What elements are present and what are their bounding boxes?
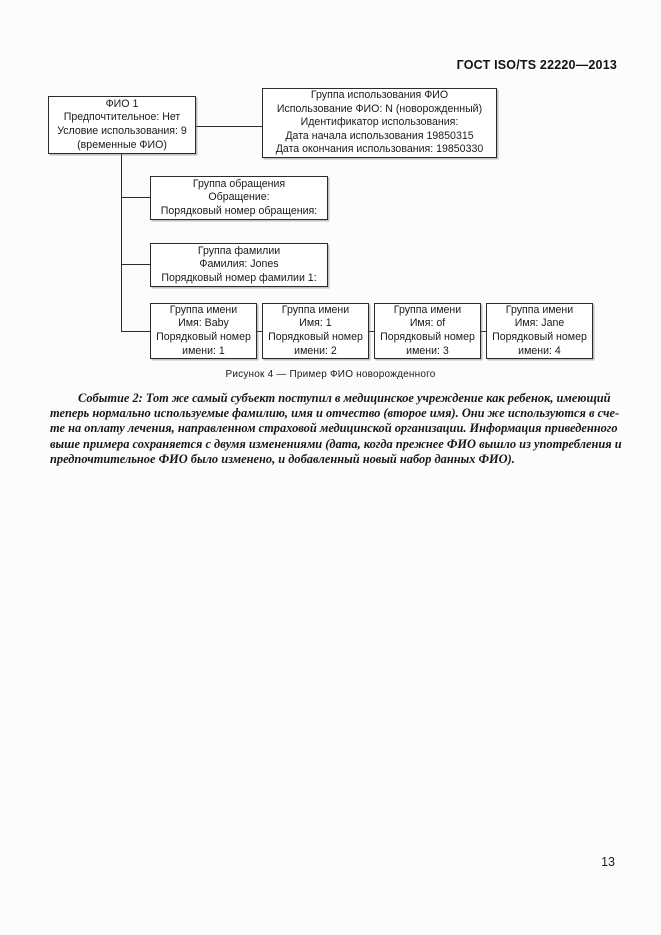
node-primary-name: ФИО 1 Предпочтительное: Нет Условие испо… — [48, 96, 196, 154]
paragraph-line: те на оплату лечения, направленном страх… — [50, 421, 618, 436]
connector-given-group-2-to-3 — [369, 331, 374, 333]
paragraph-line: выше примера сохраняется с двумя изменен… — [50, 436, 622, 451]
node-line: имени: 2 — [294, 344, 337, 357]
node-title-group: Группа обращения Обращение: Порядковый н… — [150, 176, 328, 220]
paragraph-line: Событие 2: Тот же самый субъект поступил… — [78, 391, 611, 405]
connector-given-group-3-to-4 — [481, 331, 486, 333]
node-line: Предпочтительное: Нет — [63, 111, 181, 124]
node-family-name-group: Группа фамилии Фамилия: Jones Порядковый… — [150, 243, 328, 287]
node-line: Условие использования: 9 — [57, 125, 187, 137]
node-line: Группа имени — [281, 303, 350, 316]
node-line: Имя: 1 — [299, 317, 332, 330]
node-line: имени: 1 — [182, 344, 225, 357]
node-line: Группа обращения — [192, 177, 286, 190]
node-line: Имя: Baby — [178, 317, 229, 330]
node-line: имени: 4 — [518, 344, 561, 357]
node-given-name-group-4: Группа имени Имя: Jane Порядковый номер … — [486, 303, 593, 359]
paragraph-line: теперь нормально используемые фамилию, и… — [50, 406, 620, 421]
node-line: Порядковый номер фамилии 1: — [161, 271, 317, 284]
node-line: ФИО 1 — [105, 97, 139, 110]
node-given-name-group-3: Группа имени Имя: of Порядковый номер им… — [374, 303, 481, 359]
node-line: Группа имени — [169, 303, 238, 316]
node-line: Идентификатор использования: — [300, 116, 459, 129]
connector-trunk-to-family-group — [121, 264, 150, 266]
node-line: Использование ФИО: N (новорожденный) — [276, 102, 483, 115]
paragraph-line: предпочтительное ФИО было изменено, и до… — [50, 451, 515, 466]
node-line: Порядковый номер — [268, 331, 363, 343]
node-line: Имя: Jane — [514, 317, 565, 330]
body-paragraph: Событие 2: Тот же самый субъект поступил… — [50, 391, 622, 467]
connector-trunk-to-title-group — [121, 197, 150, 199]
connector-trunk-to-given-group-1 — [121, 331, 150, 333]
figure-4-diagram: ФИО 1 Предпочтительное: Нет Условие испо… — [0, 0, 661, 380]
node-line: Обращение: — [208, 191, 270, 204]
node-line: Группа использования ФИО — [310, 89, 449, 102]
node-line: Порядковый номер — [156, 331, 251, 343]
node-line: имени: 3 — [406, 344, 449, 357]
node-line: Группа имени — [393, 303, 462, 316]
node-line: Порядковый номер обращения: — [160, 204, 318, 217]
page-number: 13 — [601, 855, 615, 869]
node-line: Фамилия: Jones — [199, 258, 279, 271]
node-given-name-group-1: Группа имени Имя: Baby Порядковый номер … — [150, 303, 257, 359]
node-line: Порядковый номер — [492, 331, 587, 343]
node-line: Группа фамилии — [197, 244, 281, 257]
node-line: (временные ФИО) — [77, 138, 167, 151]
node-line: Дата окончания использования: 19850330 — [275, 143, 484, 156]
connector-trunk-vertical — [121, 154, 123, 331]
node-line: Дата начала использования 19850315 — [285, 129, 474, 142]
node-line: Группа имени — [505, 303, 574, 316]
connector-primary-to-usage — [196, 126, 262, 128]
connector-given-group-1-to-2 — [257, 331, 262, 333]
node-given-name-group-2: Группа имени Имя: 1 Порядковый номер име… — [262, 303, 369, 359]
figure-caption: Рисунок 4 — Пример ФИО новорожденного — [225, 369, 436, 380]
document-header-standard-number: ГОСТ ISO/TS 22220—2013 — [456, 58, 617, 72]
node-name-usage-group: Группа использования ФИО Использование Ф… — [262, 88, 497, 158]
node-line: Имя: of — [409, 317, 446, 330]
node-line: Порядковый номер — [380, 331, 475, 343]
